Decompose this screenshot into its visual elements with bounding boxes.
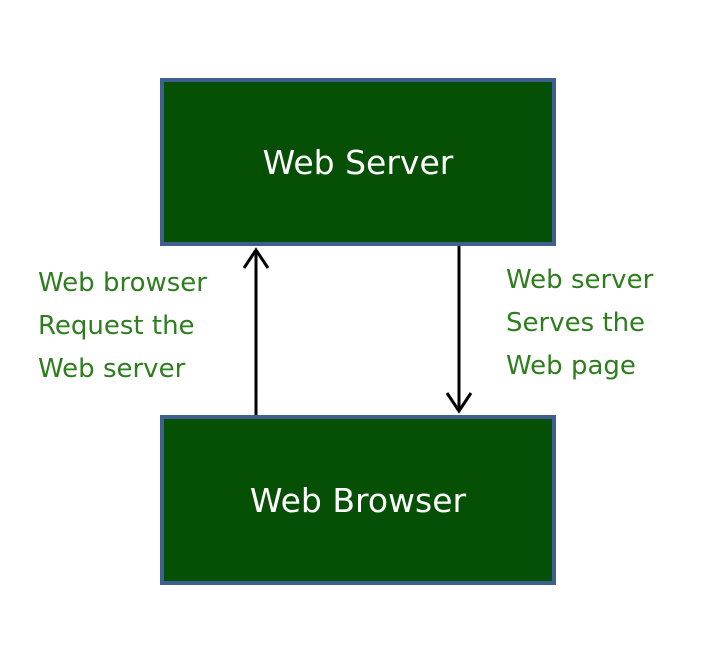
response-label-line-2: Serves the bbox=[506, 308, 646, 338]
request-label-line-1: Web browser bbox=[38, 268, 207, 298]
response-label-line-1: Web server bbox=[506, 265, 654, 295]
request-label: Web browser Request the Web server bbox=[38, 262, 207, 391]
web-browser-node: Web Browser bbox=[160, 415, 556, 585]
request-label-line-2: Request the bbox=[38, 311, 195, 341]
request-arrow bbox=[242, 247, 270, 415]
request-label-line-3: Web server bbox=[38, 354, 186, 384]
web-browser-label: Web Browser bbox=[249, 480, 467, 520]
response-label-line-3: Web page bbox=[506, 351, 636, 381]
response-label: Web server Serves the Web page bbox=[506, 259, 653, 388]
web-server-node: Web Server bbox=[160, 78, 556, 246]
response-arrow bbox=[445, 246, 473, 414]
web-server-label: Web Server bbox=[262, 142, 454, 182]
